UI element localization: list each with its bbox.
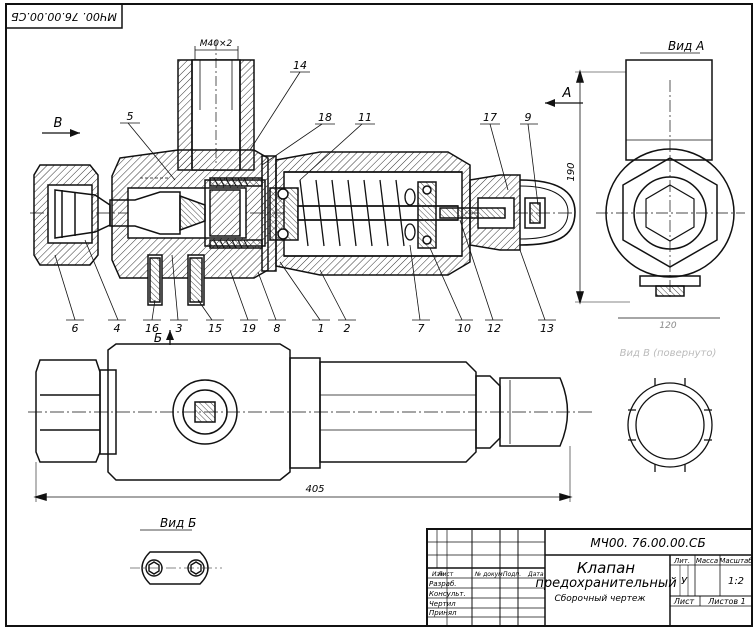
part-number: 15 bbox=[208, 322, 222, 335]
title-block-name-2: предохранительный bbox=[535, 576, 676, 591]
svg-text:В: В bbox=[54, 116, 63, 131]
view-v-ring bbox=[627, 378, 713, 472]
part-number: 4 bbox=[114, 322, 121, 335]
view-arrow-a: А bbox=[545, 86, 583, 107]
part-number: 8 bbox=[274, 322, 281, 335]
view-b: Вид Б bbox=[130, 516, 222, 585]
part-number: 10 bbox=[457, 322, 471, 335]
part-number: 1 bbox=[318, 322, 325, 335]
corner-code-text: МЧ00. 76.00.00.СБ bbox=[11, 10, 117, 23]
rev-header: Лист bbox=[437, 571, 454, 578]
dimension-thread: М40×2 bbox=[194, 39, 239, 60]
part-number: 13 bbox=[540, 322, 554, 335]
title-block bbox=[426, 528, 753, 627]
dim-width-view-a: 120 bbox=[659, 321, 676, 331]
title-block-mass: Масса bbox=[696, 557, 718, 565]
title-block-sheet: Лист bbox=[673, 597, 695, 606]
corner-code-box: МЧ00. 76.00.00.СБ bbox=[5, 3, 123, 29]
view-v-faded-title: Вид В (повернуто) bbox=[620, 348, 717, 359]
main-section-view bbox=[30, 40, 576, 306]
title-block-scale-value: 1:2 bbox=[728, 576, 744, 587]
part-number: 6 bbox=[72, 322, 79, 335]
part-number: 19 bbox=[242, 322, 256, 335]
part-number: 16 bbox=[145, 322, 159, 335]
part-number: 3 bbox=[176, 322, 183, 335]
title-block-sheets: Листов 1 bbox=[707, 597, 746, 606]
part-leaders bbox=[54, 71, 556, 321]
dim-height: 190 bbox=[566, 162, 577, 181]
svg-text:М40×2: М40×2 bbox=[200, 39, 233, 49]
title-block-doc-type: Сборочный чертеж bbox=[554, 594, 646, 604]
sheet-frame bbox=[5, 3, 753, 627]
title-block-lit: Лит. bbox=[673, 557, 690, 565]
main-spring bbox=[299, 179, 416, 247]
role-label: Консульт. bbox=[429, 590, 466, 598]
title-block-code: МЧ00. 76.00.00.СБ bbox=[590, 536, 705, 550]
title-block-name-1: Клапан bbox=[577, 559, 635, 577]
front-view bbox=[28, 343, 592, 502]
dim-length: 405 bbox=[305, 484, 324, 495]
part-numbers: 14 18 11 17 9 5 6 4 16 3 15 19 8 1 2 7 1… bbox=[72, 59, 555, 335]
part-number: 7 bbox=[418, 322, 425, 335]
title-block-rev-headers: Изм Лист № докум. Подп. Дата bbox=[432, 571, 544, 578]
rev-header: Дата bbox=[527, 571, 544, 578]
view-arrow-b: Б bbox=[154, 330, 174, 345]
svg-text:Б: Б bbox=[154, 331, 162, 345]
part-number: 18 bbox=[318, 111, 332, 124]
role-label: Принял bbox=[429, 609, 457, 617]
part-number: 14 bbox=[293, 59, 307, 72]
view-b-title: Вид Б bbox=[160, 516, 196, 530]
part-number: 9 bbox=[525, 111, 532, 124]
rev-header: Подп. bbox=[503, 571, 521, 578]
title-block-lit-value: У bbox=[681, 576, 688, 587]
front-body bbox=[107, 343, 291, 481]
small-spring bbox=[213, 177, 249, 249]
part-number: 17 bbox=[483, 111, 497, 124]
part-number: 11 bbox=[358, 111, 372, 124]
rev-header: № докум. bbox=[474, 571, 505, 578]
seal-wire bbox=[519, 179, 576, 246]
part-number: 5 bbox=[127, 110, 134, 123]
view-a: Вид А bbox=[575, 39, 745, 319]
view-a-title: Вид А bbox=[668, 39, 704, 53]
title-block-roles: Разраб. Консульт. Чертил Принял bbox=[429, 580, 466, 617]
view-arrow-v: В bbox=[42, 116, 80, 137]
role-label: Чертил bbox=[429, 600, 456, 608]
svg-text:А: А bbox=[562, 86, 572, 101]
title-block-scale-label: Масштаб bbox=[719, 557, 753, 565]
part-number: 12 bbox=[487, 322, 501, 335]
rev-header: Изм bbox=[432, 571, 445, 578]
role-label: Разраб. bbox=[429, 580, 457, 588]
front-left-nut bbox=[35, 359, 101, 463]
part-number: 2 bbox=[344, 322, 351, 335]
